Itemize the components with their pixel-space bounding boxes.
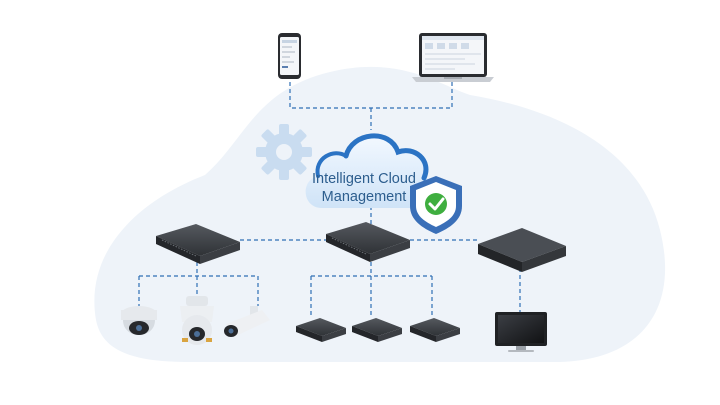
shield-check-icon bbox=[410, 176, 462, 234]
monitor-icon bbox=[495, 312, 547, 352]
bullet-camera-icon bbox=[224, 306, 270, 337]
cloud-label-line1: Intelligent Cloud bbox=[312, 171, 416, 187]
connectors bbox=[138, 82, 521, 318]
switch-icon bbox=[326, 222, 410, 262]
gear-icon bbox=[256, 124, 312, 180]
smartphone-icon bbox=[278, 33, 301, 79]
connector-cameras bbox=[138, 262, 259, 306]
switch-icon bbox=[352, 318, 402, 342]
ptz-camera-icon bbox=[180, 296, 214, 345]
background-blob bbox=[94, 66, 666, 362]
laptop-icon bbox=[412, 33, 494, 82]
cloud-management-label: Intelligent Cloud Management bbox=[300, 170, 428, 206]
nvr-icon bbox=[478, 228, 566, 272]
switch-icon bbox=[410, 318, 460, 342]
switch-icon bbox=[296, 318, 346, 342]
connector-small-switches bbox=[310, 262, 433, 318]
dome-camera-icon bbox=[121, 306, 157, 335]
cloud-label-line2: Management bbox=[321, 189, 407, 205]
switch-icon bbox=[156, 224, 240, 264]
cloud-icon bbox=[305, 133, 438, 208]
